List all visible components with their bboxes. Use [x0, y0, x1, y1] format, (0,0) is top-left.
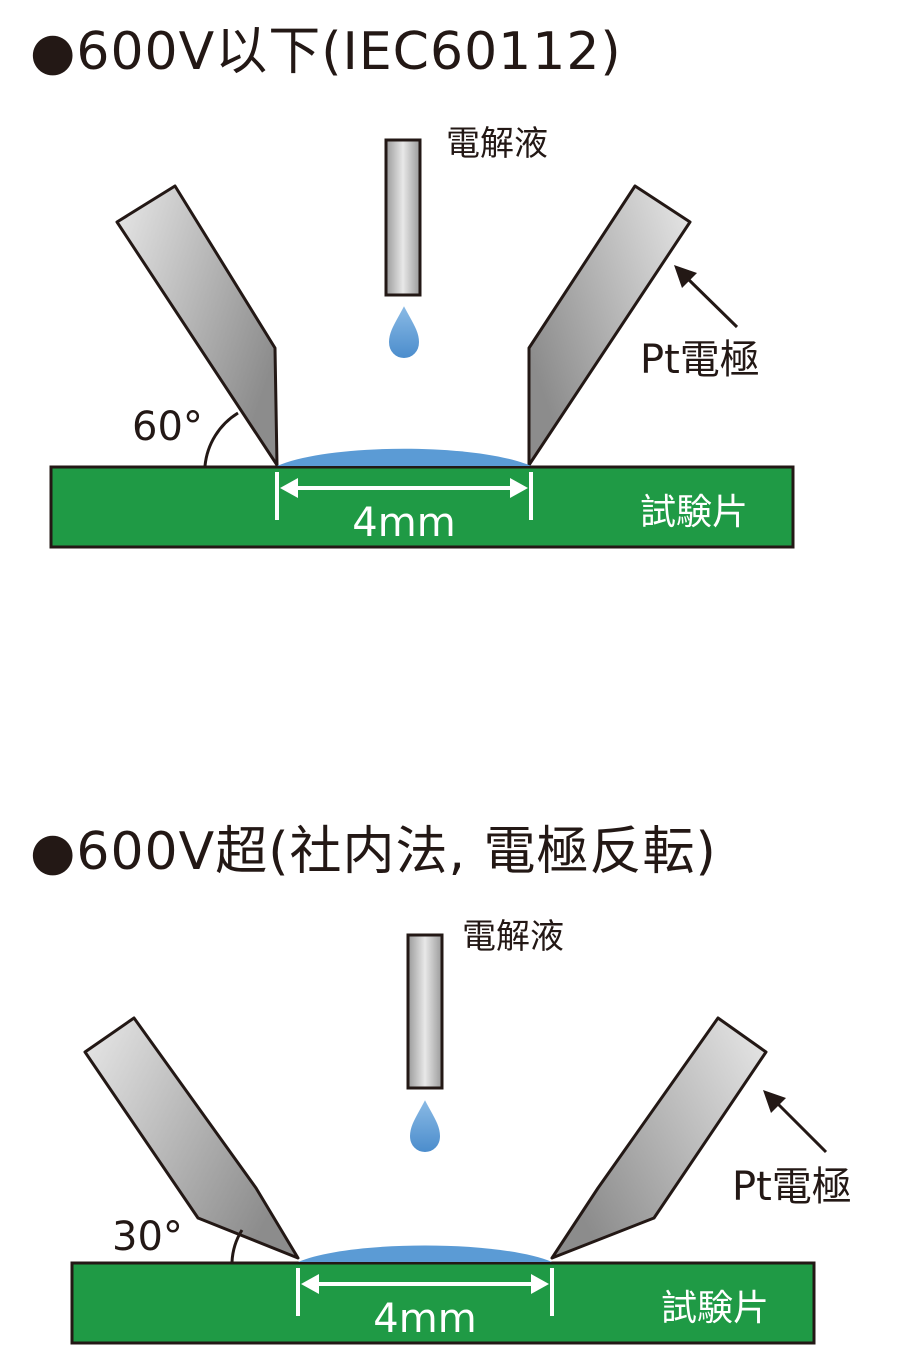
panel-title: ●600V以下(IEC60112) — [30, 22, 622, 82]
diagram-panel-600v-below: ●600V以下(IEC60112) 電解液 — [0, 0, 910, 620]
arrow-icon — [684, 275, 739, 329]
electrolyte-droplet — [407, 1095, 443, 1155]
gap-label: 4mm — [373, 1296, 476, 1342]
test-specimen — [70, 1261, 816, 1345]
arrow-head — [763, 1090, 786, 1113]
specimen-label: 試験片 — [640, 492, 748, 533]
electrolyte-film — [277, 448, 531, 466]
left-pt-electrode — [115, 184, 279, 467]
right-pt-electrode — [527, 184, 692, 467]
electrolyte-dropper — [384, 138, 422, 297]
diagram-panel-600v-above: ●600V超(社内法, 電極反転) 電解液 Pt電極 30° 4mm 試験 — [0, 800, 910, 1369]
test-setup-diagram: 電解液 Pt電極 60° 4mm 試験片 — [49, 124, 795, 549]
gap-dimension — [296, 1268, 554, 1316]
arrow-icon — [774, 1100, 828, 1154]
left-pt-electrode — [83, 1016, 300, 1260]
panel-title: ●600V超(社内法, 電極反転) — [30, 822, 717, 882]
gap-dimension — [275, 472, 533, 520]
electrolyte-film — [298, 1245, 552, 1262]
angle-label: 60° — [132, 404, 203, 450]
right-pt-electrode — [550, 1016, 768, 1260]
angle-arc — [203, 411, 239, 467]
test-setup-diagram: 電解液 Pt電極 30° 4mm 試験片 — [70, 917, 852, 1345]
angle-arc — [230, 1229, 244, 1263]
electrolyte-label: 電解液 — [446, 124, 548, 164]
gap-label: 4mm — [352, 500, 455, 546]
electrode-label: Pt電極 — [640, 337, 760, 383]
electrode-label: Pt電極 — [732, 1164, 852, 1210]
angle-label: 30° — [112, 1214, 183, 1260]
electrolyte-droplet — [386, 301, 422, 361]
electrolyte-label: 電解液 — [462, 917, 564, 957]
electrolyte-dropper — [406, 933, 444, 1090]
arrow-head — [674, 265, 697, 288]
specimen-label: 試験片 — [661, 1288, 769, 1329]
test-specimen — [49, 465, 795, 549]
